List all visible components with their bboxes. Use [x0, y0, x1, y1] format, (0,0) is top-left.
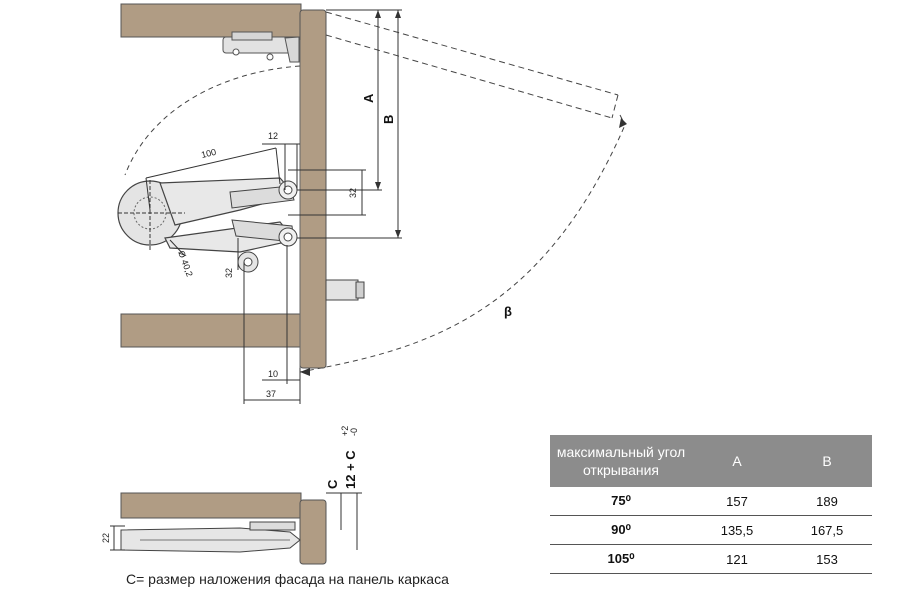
cell-b: 189: [782, 487, 872, 516]
dim-32-right: 32: [348, 188, 358, 198]
table-row: 90⁰ 135,5 167,5: [550, 515, 872, 545]
cell-b: 167,5: [782, 515, 872, 545]
top-panel: [120, 3, 302, 38]
dim-32-left: 32: [224, 268, 234, 278]
cell-angle: 90⁰: [550, 515, 692, 545]
swing-arc-beta: [299, 124, 626, 373]
swing-arc-top: [124, 65, 301, 176]
label-B: B: [381, 115, 396, 124]
table-row: 75⁰ 157 189: [550, 487, 872, 516]
dim-100: 100: [200, 147, 217, 160]
label-A: A: [361, 93, 376, 103]
side-hinge: [120, 521, 301, 553]
header-angle: максимальный угол открывания: [550, 435, 692, 487]
side-door: [299, 499, 327, 565]
hinge-arm: [117, 177, 298, 273]
table-header-row: максимальный угол открывания A B: [550, 435, 872, 487]
header-B: B: [782, 435, 872, 487]
dim-10: 10: [268, 369, 278, 379]
cell-angle: 75⁰: [550, 487, 692, 516]
door-pin: [325, 279, 359, 301]
table-row: 105⁰ 121 153: [550, 544, 872, 574]
door-front: [299, 9, 327, 369]
cell-a: 121: [692, 544, 782, 574]
spec-table: максимальный угол открывания A B 75⁰ 157…: [550, 435, 872, 574]
label-12-plus-C: 12 + C: [343, 450, 358, 489]
tolerance-zero: -0: [349, 428, 359, 436]
side-panel: [120, 492, 302, 519]
dim-22: 22: [101, 533, 111, 543]
dim-12: 12: [268, 131, 278, 141]
open-door-outline: [325, 11, 619, 119]
cell-a: 135,5: [692, 515, 782, 545]
header-A: A: [692, 435, 782, 487]
caption: C= размер наложения фасада на панель кар…: [126, 571, 449, 587]
top-bracket: [222, 31, 300, 63]
bottom-panel: [120, 313, 302, 348]
dim-37: 37: [266, 389, 276, 399]
label-C: C: [325, 479, 340, 489]
cell-a: 157: [692, 487, 782, 516]
cell-b: 153: [782, 544, 872, 574]
cell-angle: 105⁰: [550, 544, 692, 574]
label-beta: β: [504, 304, 512, 319]
dim-diameter: Ø 40,2: [176, 249, 195, 278]
tolerance-plus: +2: [340, 426, 350, 436]
